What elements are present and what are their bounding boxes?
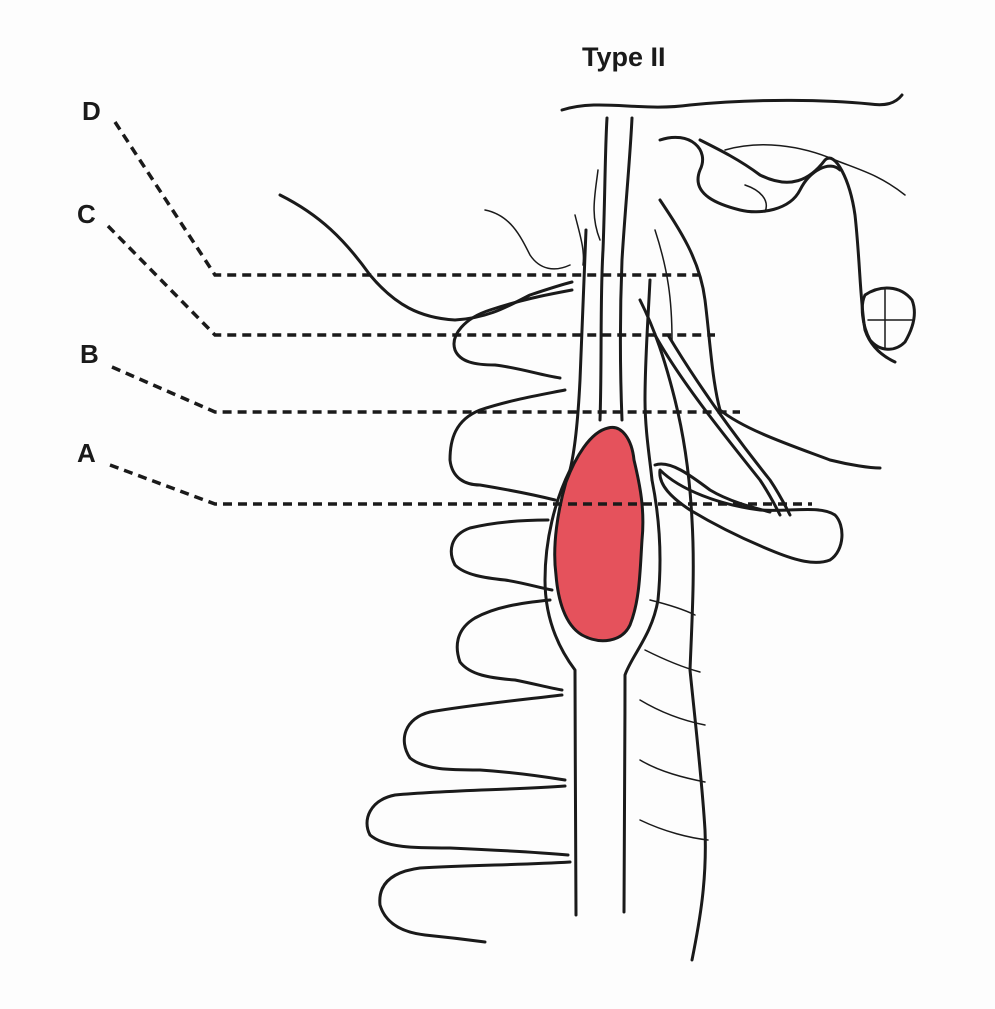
pharynx-inner-line (655, 230, 672, 340)
face-detail-line-3 (594, 170, 600, 240)
level-label-b: B (80, 339, 99, 370)
level-label-c: C (77, 199, 96, 230)
mandible-outline (280, 195, 572, 320)
level-d-leader (115, 122, 700, 275)
mastoid-detail-2 (745, 185, 766, 212)
diagram-title: Type II (582, 42, 666, 73)
tumor-lesion (555, 427, 643, 640)
vertebra-c6 (404, 695, 565, 780)
airway-tube-1 (655, 335, 780, 515)
vertebra-c4 (451, 520, 552, 590)
hyoid-outline (660, 470, 842, 562)
cord-line-left (570, 230, 586, 470)
level-label-a: A (77, 438, 96, 469)
mastoid-outline (660, 137, 840, 211)
skull-base-outline (562, 95, 902, 110)
vertebra-t1 (380, 862, 570, 942)
skull-fragment (862, 288, 914, 349)
face-detail-line-2 (575, 215, 583, 265)
vertebra-c3 (450, 390, 565, 500)
vertebra-c7 (367, 786, 568, 855)
spinal-canal-posterior-upper (621, 118, 633, 420)
spinal-canal-anterior-upper (600, 118, 607, 420)
level-label-d: D (82, 96, 101, 127)
vertebral-body-detail-4 (640, 760, 705, 782)
vertebral-body-detail-5 (640, 820, 708, 840)
vertebra-c5 (457, 600, 562, 690)
face-detail-line (485, 210, 570, 269)
